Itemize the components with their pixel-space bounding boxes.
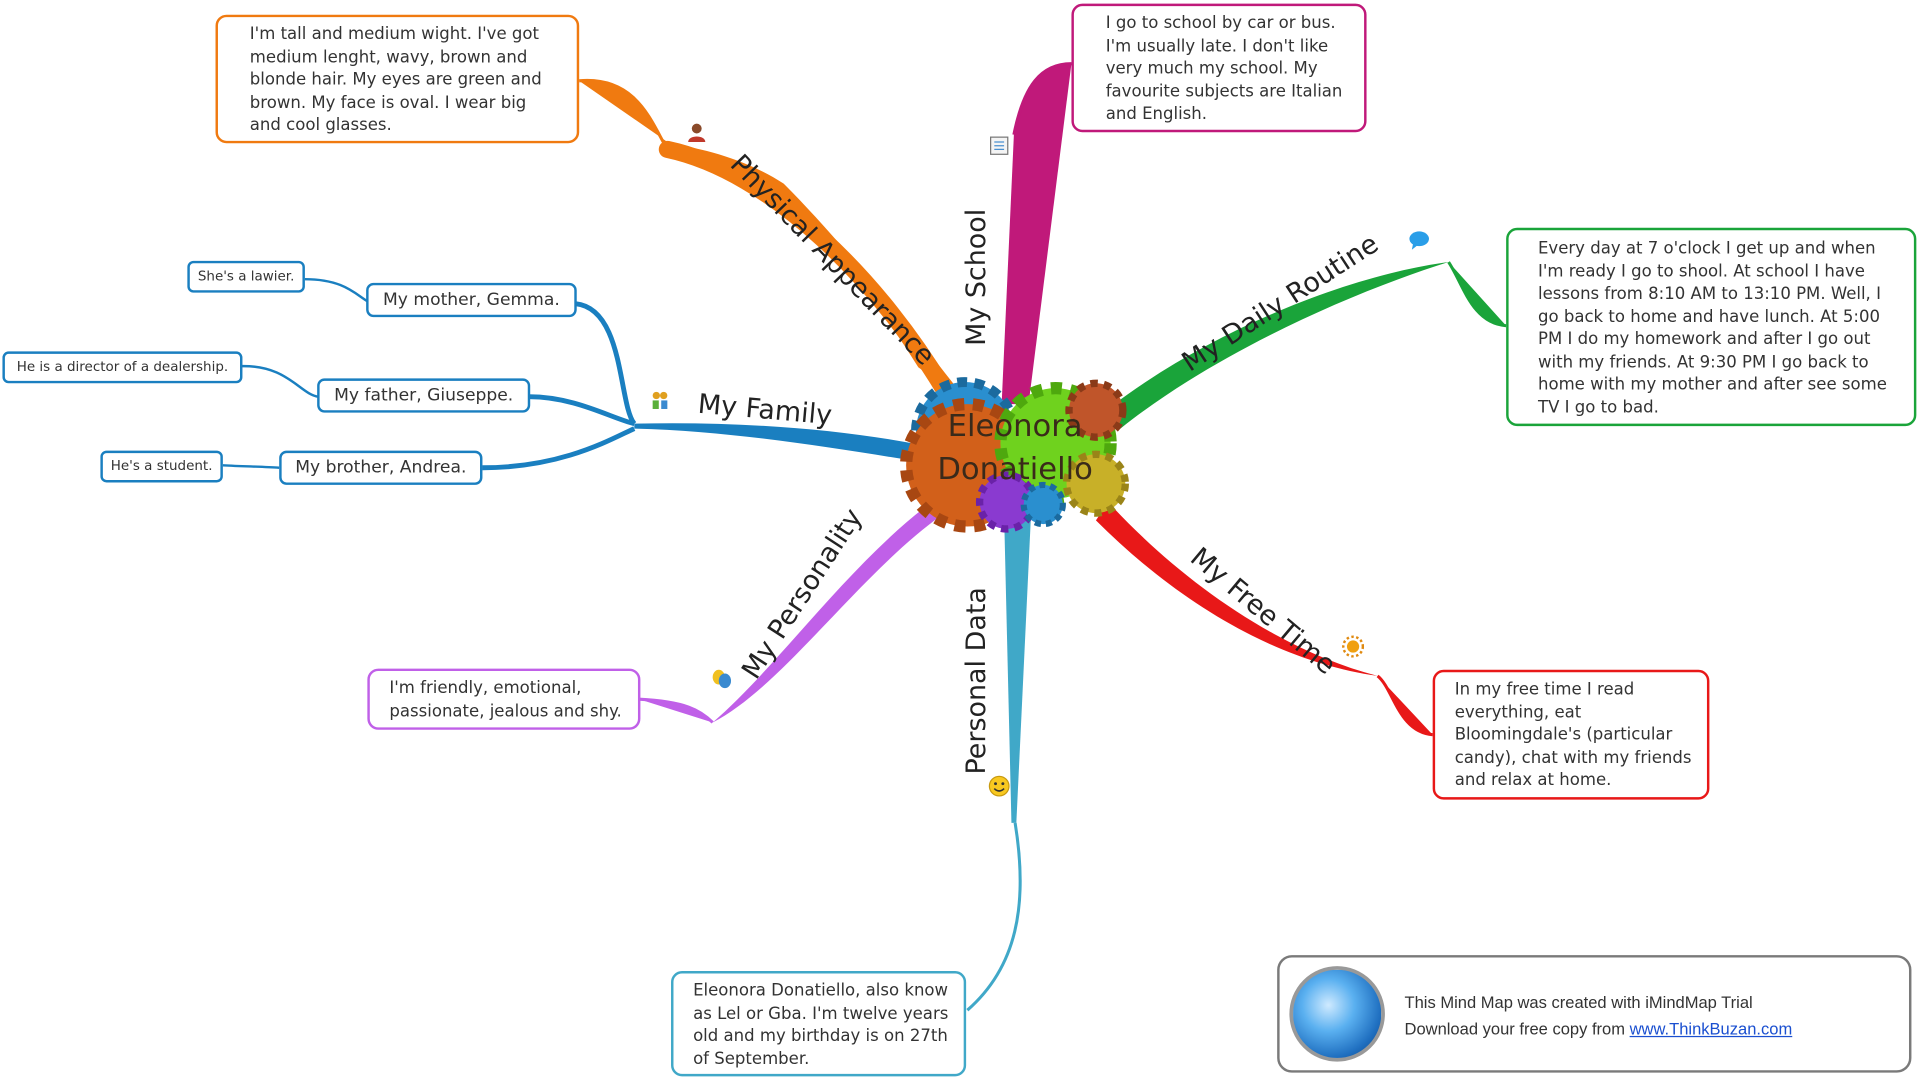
- watermark-line1: This Mind Map was created with iMindMap …: [1404, 993, 1753, 1012]
- sun-icon: [1342, 635, 1365, 658]
- family-member-mother[interactable]: My mother, Gemma.: [366, 282, 577, 318]
- note-line: I'm tall and medium wight. I've got: [249, 24, 539, 45]
- note-line: home with my mother and after see some: [1537, 374, 1887, 395]
- central-topic[interactable]: Eleonora Donatiello: [906, 404, 1124, 490]
- imindmap-logo: [1289, 966, 1385, 1062]
- note-line: PM I do my homework and after I go out: [1537, 329, 1871, 349]
- note-line: Eleonora Donatiello, also know: [693, 980, 949, 1001]
- note-line: Every day at 7 o'clock I get up and when: [1537, 238, 1876, 259]
- person-icon: [688, 123, 706, 143]
- note-line: favourite subjects are Italian: [1105, 81, 1343, 102]
- branch-label-my-school[interactable]: My School: [961, 208, 993, 346]
- note-line: I go to school by car or bus.: [1105, 13, 1336, 34]
- family-note-brother[interactable]: He's a student.: [100, 450, 223, 483]
- theater-masks-icon: [712, 669, 732, 689]
- speech-bubble-icon: [1409, 231, 1429, 250]
- note-line: I'm friendly, emotional,: [389, 678, 582, 698]
- family-member-father[interactable]: My father, Giuseppe.: [317, 378, 531, 413]
- thinkbuzan-link[interactable]: www.ThinkBuzan.com: [1629, 1020, 1793, 1039]
- note-line: I'm ready I go to shool. At school I hav…: [1537, 261, 1865, 282]
- note-physical-appearance[interactable]: I'm tall and medium wight. I've got medi…: [215, 14, 580, 144]
- note-line: as Lel or Gba. I'm twelve years: [693, 1003, 949, 1024]
- note-line: medium lenght, wavy, brown and: [249, 47, 528, 67]
- note-my-personality[interactable]: I'm friendly, emotional, passionate, jea…: [367, 668, 641, 730]
- note-my-school[interactable]: I go to school by car or bus. I'm usuall…: [1071, 3, 1367, 133]
- note-line: brown. My face is oval. I wear big: [249, 92, 527, 113]
- note-line: with my friends. At 9:30 PM I go back to: [1537, 352, 1869, 372]
- note-line: and English.: [1105, 104, 1208, 124]
- note-line: blonde hair. My eyes are green and: [249, 69, 542, 90]
- watermark-line2-prefix: Download your free copy from: [1404, 1020, 1630, 1039]
- note-line: and relax at home.: [1454, 770, 1612, 790]
- note-line: In my free time I read: [1454, 679, 1635, 700]
- note-line: and cool glasses.: [249, 115, 392, 135]
- gear-cluster: [900, 377, 1129, 533]
- note-line: of September.: [693, 1048, 810, 1069]
- family-note-mother[interactable]: She's a lawier.: [187, 260, 305, 293]
- trial-watermark: This Mind Map was created with iMindMap …: [1277, 955, 1912, 1073]
- note-line: lessons from 8:10 AM to 13:10 PM. Well, …: [1537, 284, 1881, 304]
- note-line: I'm usually late. I don't like: [1105, 36, 1329, 56]
- note-personal-data[interactable]: Eleonora Donatiello, also know as Lel or…: [671, 971, 967, 1077]
- family-note-father[interactable]: He is a director of a dealership.: [2, 351, 243, 384]
- note-line: old and my birthday is on 27th: [693, 1026, 948, 1046]
- note-line: everything, eat: [1454, 702, 1582, 722]
- note-line: TV I go to bad.: [1537, 397, 1659, 417]
- central-topic-line2: Donatiello: [937, 450, 1093, 487]
- central-topic-line1: Eleonora: [947, 407, 1083, 444]
- smiley-icon: [988, 775, 1010, 797]
- note-line: Bloomingdale's (particular: [1454, 724, 1673, 745]
- notebook-icon: [990, 136, 1009, 155]
- note-my-free-time[interactable]: In my free time I read everything, eat B…: [1432, 669, 1710, 800]
- note-line: passionate, jealous and shy.: [389, 701, 622, 721]
- watermark-text: This Mind Map was created with iMindMap …: [1405, 989, 1793, 1043]
- note-my-daily-routine[interactable]: Every day at 7 o'clock I get up and when…: [1506, 227, 1917, 427]
- note-line: candy), chat with my friends: [1454, 747, 1692, 768]
- note-line: very much my school. My: [1105, 58, 1318, 79]
- note-line: go back to home and have lunch. At 5:00: [1537, 306, 1881, 327]
- branch-label-personal-data[interactable]: Personal Data: [961, 587, 993, 775]
- family-member-brother[interactable]: My brother, Andrea.: [279, 450, 483, 485]
- family-icon: [652, 391, 668, 409]
